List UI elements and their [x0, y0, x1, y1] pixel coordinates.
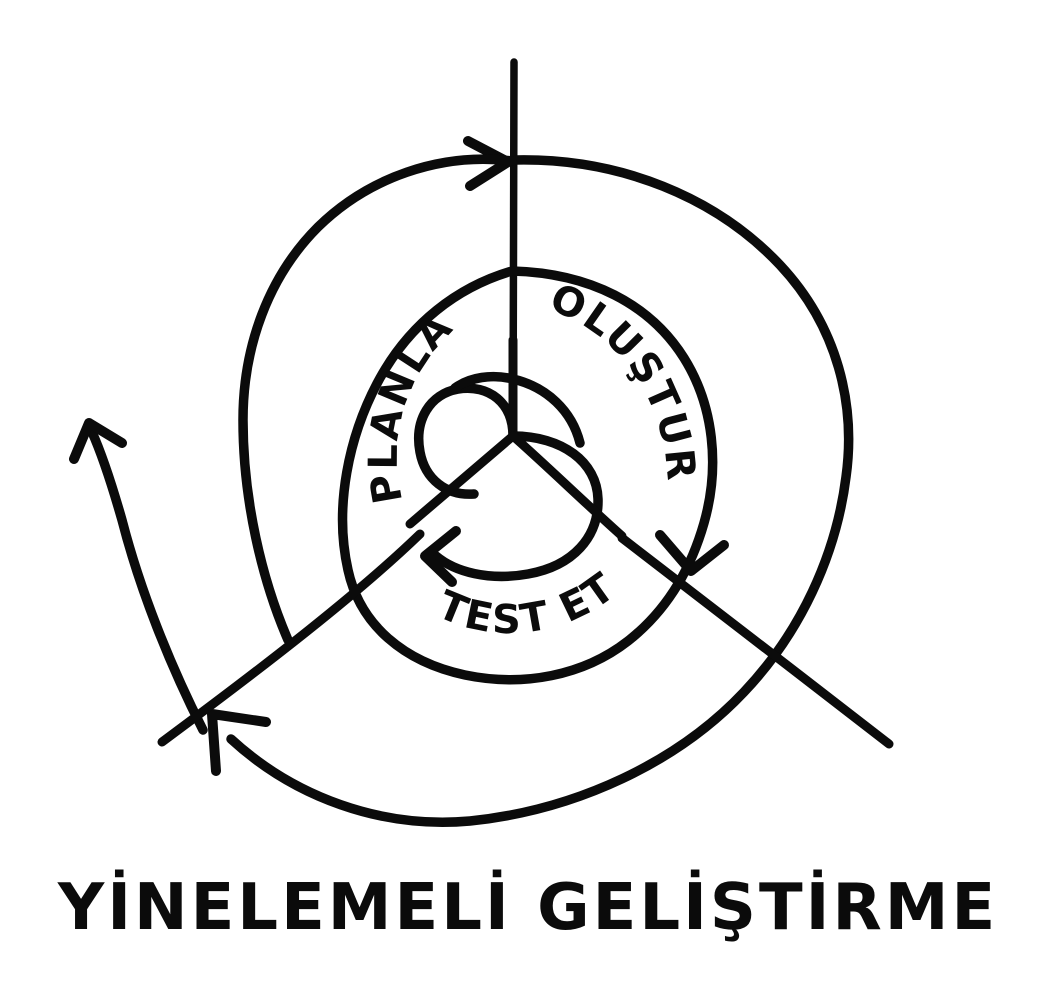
- outer-left-arrowhead: [69, 418, 127, 464]
- inner-circle-upper-arc: [414, 383, 518, 499]
- middle-ring-arc: [337, 266, 718, 685]
- inner-arrowhead: [420, 526, 461, 587]
- diagonal-cut-line-left: [157, 529, 425, 747]
- diagram-title: YİNELEMELİ GELİŞTİRME: [57, 871, 999, 945]
- diagonal-cut-line-right: [617, 533, 894, 749]
- outer-spiral-left-tail: [87, 427, 208, 735]
- outer-spiral-upper-left-arc: [238, 154, 517, 645]
- spoke-down-right: [508, 431, 627, 541]
- middle-ring-arrowhead: [655, 530, 729, 576]
- spoke-down-left: [405, 431, 518, 529]
- outer-bottom-arrowhead: [207, 709, 271, 776]
- outer-spiral-arc: [226, 155, 854, 827]
- inner-spiral-arc: [431, 431, 603, 582]
- inner-circle-top-arc: [450, 372, 585, 448]
